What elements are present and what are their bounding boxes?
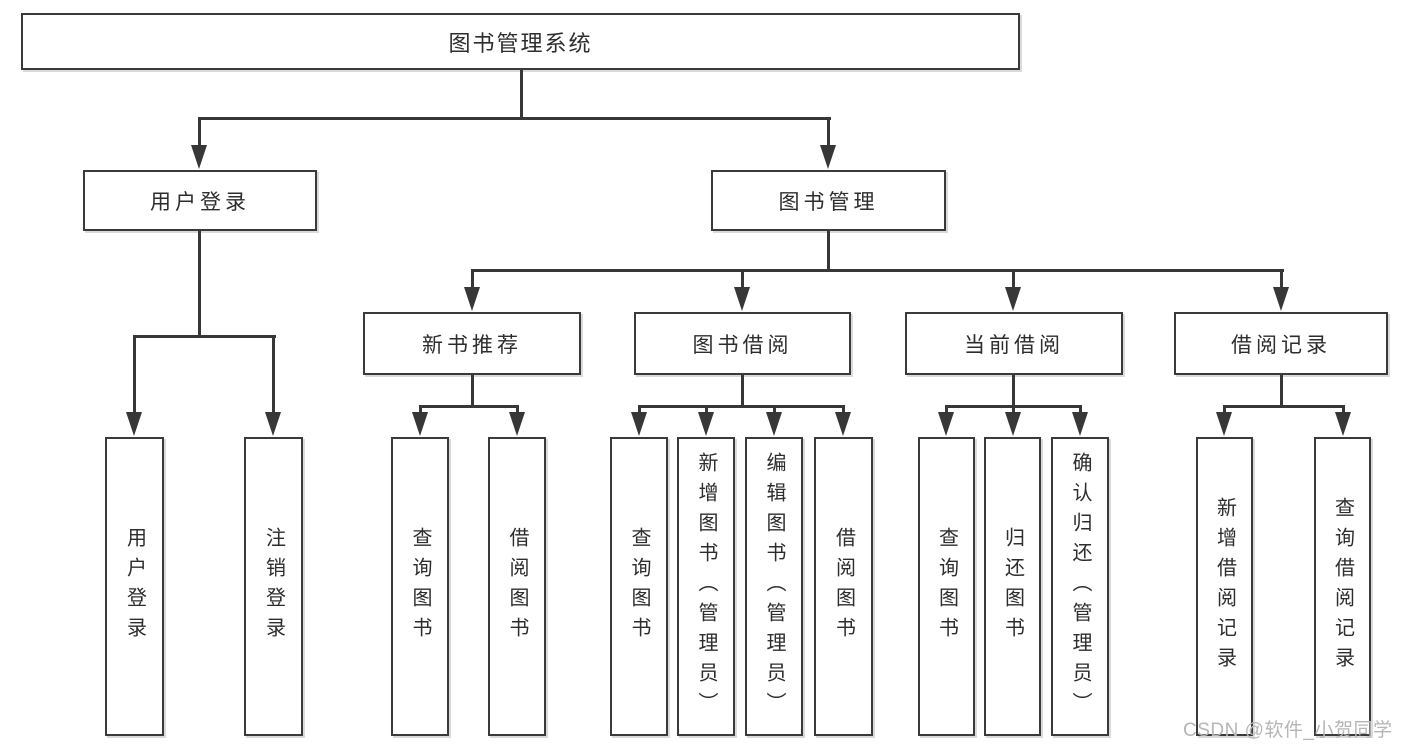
arrowhead-icon xyxy=(631,412,647,436)
connector-line xyxy=(637,404,845,408)
connector-line xyxy=(132,334,276,338)
connector-line xyxy=(740,375,744,407)
arrowhead-icon xyxy=(509,412,525,436)
leaf-query-borrow-record: 查询借阅记录 xyxy=(1314,437,1371,736)
connector-line xyxy=(197,116,831,120)
node-new-book-recommend: 新书推荐 xyxy=(363,312,581,375)
arrowhead-icon xyxy=(1273,287,1289,311)
leaf-query-books-borrow: 查询图书 xyxy=(610,437,668,736)
node-book-borrow: 图书借阅 xyxy=(634,312,851,375)
leaf-add-borrow-record: 新增借阅记录 xyxy=(1196,437,1253,736)
arrowhead-icon xyxy=(698,412,714,436)
connector-line xyxy=(418,406,422,416)
connector-line xyxy=(470,375,474,407)
connector-line xyxy=(1078,406,1082,416)
arrowhead-icon xyxy=(766,412,782,436)
connector-line xyxy=(841,406,845,416)
connector-line xyxy=(515,406,519,416)
connector-line xyxy=(197,118,201,148)
connector-line xyxy=(772,406,776,416)
connector-line xyxy=(1279,270,1283,292)
connector-line xyxy=(519,70,523,118)
leaf-borrow-books: 借阅图书 xyxy=(814,437,873,736)
arrowhead-icon xyxy=(820,145,836,169)
leaf-edit-books-admin: 编辑图书（管理员） xyxy=(745,437,803,736)
connector-line xyxy=(1011,406,1015,416)
connector-line xyxy=(704,406,708,416)
leaf-query-books-recommend: 查询图书 xyxy=(391,437,449,736)
leaf-add-books-admin: 新增图书（管理员） xyxy=(677,437,735,736)
leaf-query-books-current: 查询图书 xyxy=(918,437,975,736)
connector-line xyxy=(826,231,830,271)
arrowhead-icon xyxy=(412,412,428,436)
connector-line xyxy=(740,270,744,292)
connector-line xyxy=(1011,270,1015,292)
leaf-user-login: 用户登录 xyxy=(105,437,164,736)
node-borrow-records: 借阅记录 xyxy=(1174,312,1388,375)
arrowhead-icon xyxy=(126,412,142,436)
node-library-system: 图书管理系统 xyxy=(21,13,1020,70)
arrowhead-icon xyxy=(464,287,480,311)
leaf-logout: 注销登录 xyxy=(244,437,303,736)
connector-line xyxy=(132,336,136,414)
node-book-management: 图书管理 xyxy=(711,170,946,231)
connector-line xyxy=(271,336,275,414)
leaf-return-books: 归还图书 xyxy=(984,437,1041,736)
connector-line xyxy=(197,231,201,337)
arrowhead-icon xyxy=(734,287,750,311)
arrowhead-icon xyxy=(1072,412,1088,436)
csdn-watermark: CSDN @软件_小贺同学 xyxy=(1183,720,1393,741)
connector-line xyxy=(1011,375,1015,407)
node-user-login: 用户登录 xyxy=(83,170,317,231)
connector-line xyxy=(418,404,519,408)
leaf-borrow-books-recommend: 借阅图书 xyxy=(488,437,546,736)
arrowhead-icon xyxy=(1335,412,1351,436)
node-current-borrow: 当前借阅 xyxy=(905,312,1123,375)
connector-line xyxy=(637,406,641,416)
leaf-confirm-return-admin: 确认归还（管理员） xyxy=(1051,437,1109,736)
arrowhead-icon xyxy=(191,145,207,169)
connector-line xyxy=(1279,375,1283,407)
connector-line xyxy=(944,406,948,416)
arrowhead-icon xyxy=(835,412,851,436)
connector-line xyxy=(1222,406,1226,416)
connector-line xyxy=(1222,404,1345,408)
arrowhead-icon xyxy=(1005,412,1021,436)
arrowhead-icon xyxy=(1005,287,1021,311)
connector-line xyxy=(826,118,830,148)
arrowhead-icon xyxy=(1216,412,1232,436)
connector-line xyxy=(470,268,1284,272)
connector-line xyxy=(1341,406,1345,416)
arrowhead-icon xyxy=(265,412,281,436)
connector-line xyxy=(470,270,474,292)
arrowhead-icon xyxy=(938,412,954,436)
